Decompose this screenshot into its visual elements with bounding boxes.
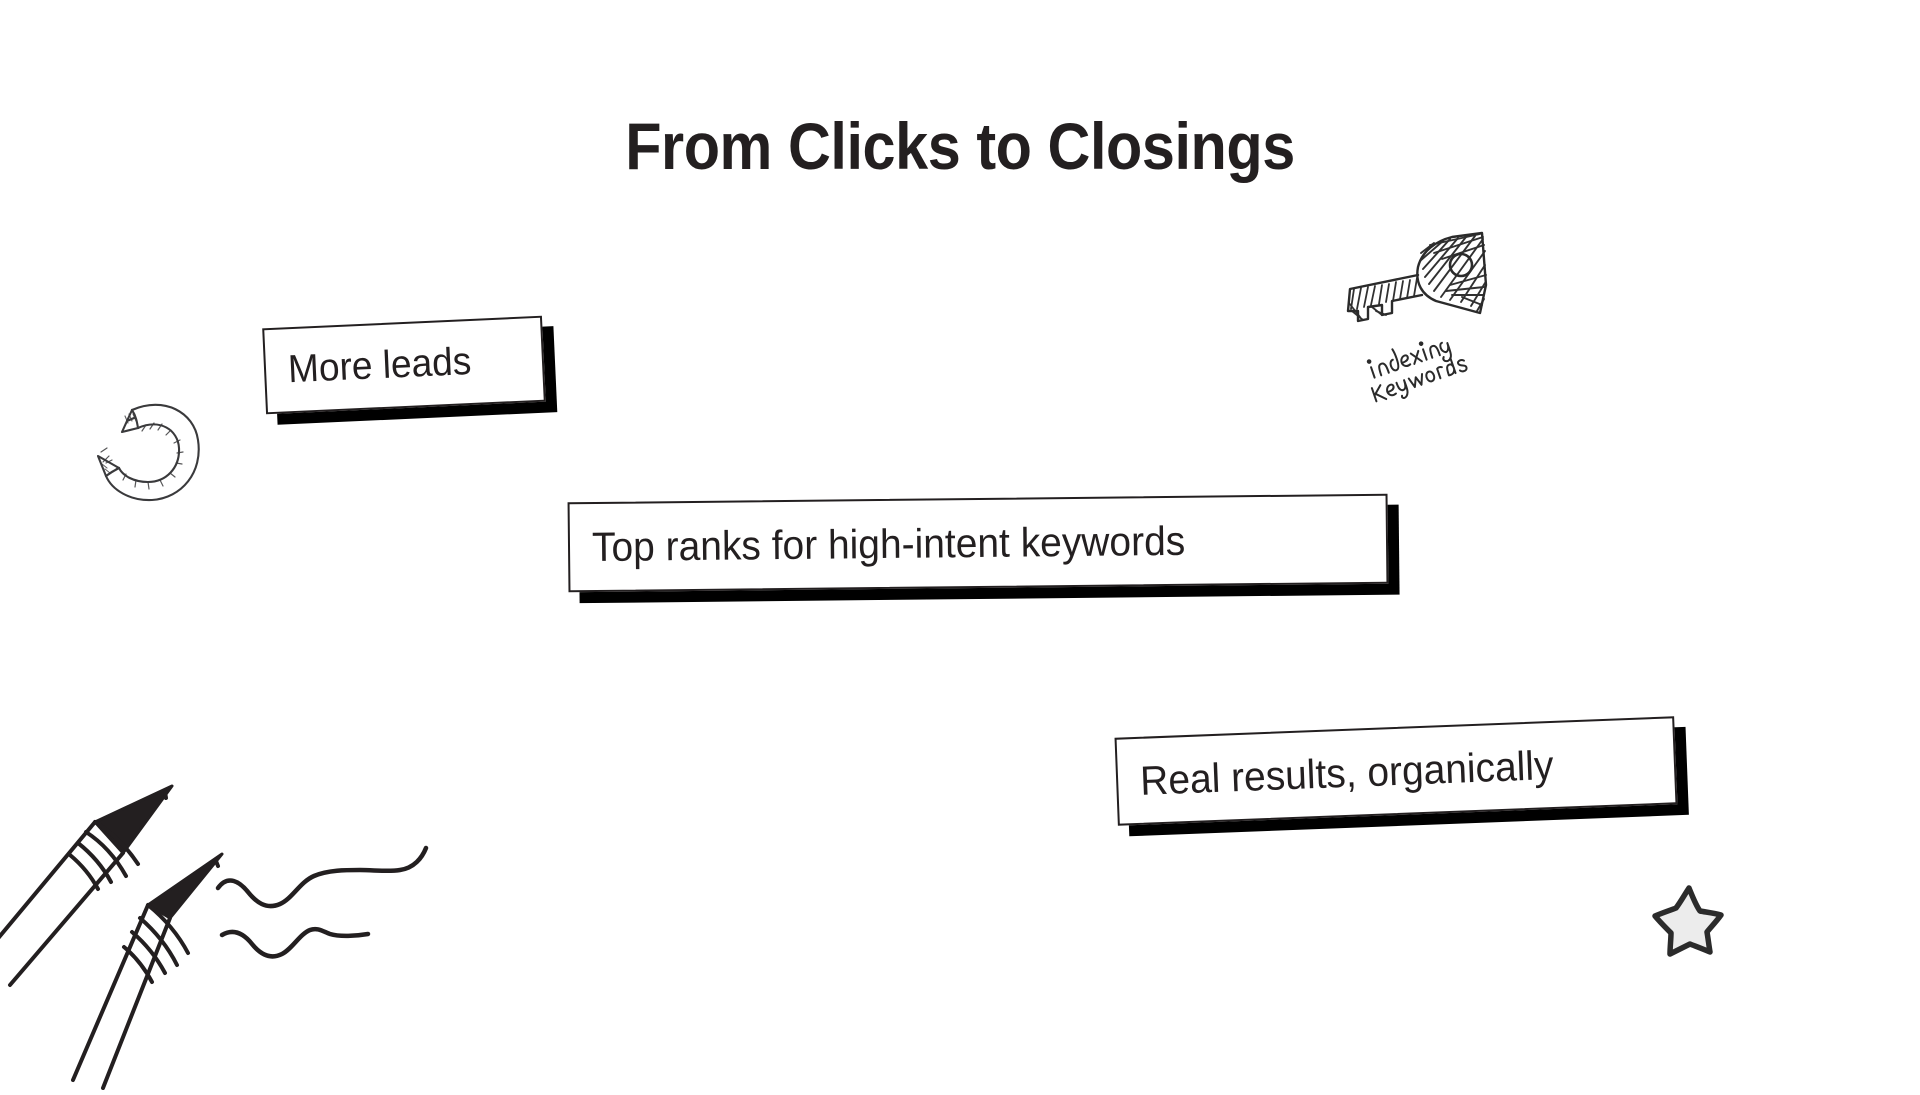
star-sketch-icon bbox=[1648, 880, 1728, 960]
key-sketch-icon bbox=[1330, 225, 1510, 415]
callout-real-results-label: Real results, organically bbox=[1139, 741, 1555, 804]
page-title: From Clicks to Closings bbox=[625, 109, 1295, 183]
callout-more-leads[interactable]: More leads bbox=[262, 315, 546, 415]
callout-top-ranks-label: Top ranks for high-intent keywords bbox=[591, 517, 1186, 570]
callout-top-ranks[interactable]: Top ranks for high-intent keywords bbox=[567, 493, 1389, 593]
pencils-sketch-icon bbox=[0, 770, 470, 1090]
magnet-sketch-icon bbox=[90, 390, 220, 510]
callout-more-leads-label: More leads bbox=[287, 339, 473, 392]
callout-real-results[interactable]: Real results, organically bbox=[1114, 716, 1678, 826]
